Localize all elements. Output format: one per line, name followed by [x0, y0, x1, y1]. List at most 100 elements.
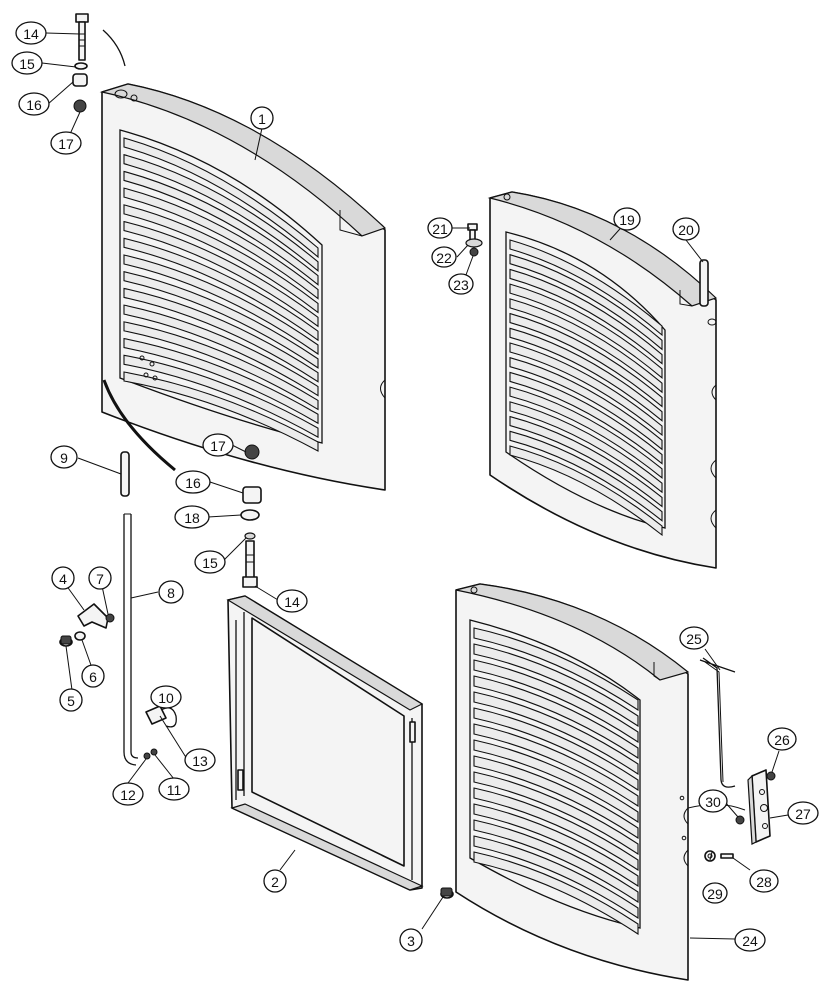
svg-text:17: 17: [58, 136, 74, 152]
grille-slat: [473, 851, 639, 936]
svg-text:14: 14: [23, 26, 39, 42]
grille-slat: [509, 371, 663, 465]
svg-text:5: 5: [67, 693, 75, 709]
latch-bracket-27: [687, 769, 776, 862]
svg-text:28: 28: [756, 874, 772, 890]
grille-slat: [473, 675, 639, 760]
grille-slat: [123, 170, 319, 286]
callout-15-top: 15: [11, 51, 43, 75]
svg-text:3: 3: [407, 933, 415, 949]
grille-slat: [509, 445, 663, 537]
rod-8: [123, 513, 139, 766]
svg-text:11: 11: [167, 782, 182, 798]
callout-15-mid: 15: [194, 550, 226, 574]
grille-slat: [123, 237, 319, 342]
svg-text:8: 8: [167, 585, 175, 601]
grille-slat: [123, 354, 319, 439]
pin-9: [120, 451, 130, 497]
grille-assembly-19: [487, 191, 718, 569]
callout-29: 29: [702, 882, 728, 904]
grille-slat: [509, 401, 663, 494]
callout-17-top: 17: [50, 131, 82, 155]
callout-17-mid: 17: [202, 433, 234, 457]
svg-text:20: 20: [678, 222, 694, 238]
grille-slat: [123, 187, 319, 300]
hardware-center: [102, 379, 262, 588]
callout-30: 30: [698, 789, 728, 813]
callout-7: 7: [88, 566, 112, 590]
grille-slat: [123, 271, 319, 369]
callout-16-top: 16: [18, 92, 50, 116]
callout-25: 25: [679, 626, 709, 650]
callout-14-mid: 14: [276, 589, 308, 613]
grille-slat: [123, 337, 319, 425]
svg-text:1: 1: [258, 111, 266, 127]
grille-slat: [509, 312, 663, 408]
svg-text:30: 30: [705, 794, 721, 810]
grille-slat: [123, 153, 319, 273]
svg-text:21: 21: [432, 221, 448, 237]
callout-11: 11: [158, 777, 190, 801]
grille-slat: [473, 835, 639, 920]
grille-slat: [473, 755, 639, 840]
callout-20: 20: [672, 217, 700, 241]
hardware-21-23: [465, 223, 483, 257]
svg-text:16: 16: [185, 475, 201, 491]
grille-slat: [123, 304, 319, 397]
grille-slat: [509, 239, 663, 337]
grille-slat: [473, 739, 639, 824]
callout-26: 26: [767, 727, 797, 751]
callout-6: 6: [81, 664, 105, 688]
grille-slat: [509, 283, 663, 380]
frame-2: [226, 595, 424, 891]
grille-slat: [123, 254, 319, 356]
grille-slat: [473, 659, 639, 744]
svg-text:29: 29: [707, 886, 723, 902]
svg-text:10: 10: [158, 690, 174, 706]
callout-16-mid: 16: [175, 470, 211, 494]
rod-25: [699, 657, 736, 788]
callout-22: 22: [431, 246, 457, 268]
grille-slat: [473, 691, 639, 776]
callout-2: 2: [263, 869, 287, 893]
svg-text:18: 18: [184, 510, 200, 526]
svg-text:12: 12: [120, 787, 136, 803]
pin-20: [699, 259, 709, 307]
svg-text:14: 14: [284, 594, 300, 610]
clip-10-plate-13: [143, 705, 177, 760]
callout-1: 1: [250, 106, 274, 130]
grille-slat: [123, 204, 319, 314]
grille-slat: [473, 787, 639, 872]
grille-slat: [123, 137, 319, 259]
svg-text:27: 27: [795, 806, 811, 822]
svg-text:15: 15: [202, 555, 218, 571]
grille-slats-24: [473, 627, 639, 936]
callout-5: 5: [59, 688, 83, 712]
svg-text:2: 2: [271, 874, 279, 890]
grille-slat: [509, 268, 663, 365]
svg-text:9: 9: [60, 450, 68, 466]
svg-text:7: 7: [96, 571, 104, 587]
grille-slat: [123, 321, 319, 411]
svg-text:15: 15: [19, 56, 35, 72]
callout-4: 4: [51, 566, 75, 590]
grille-assembly-1: [99, 83, 387, 491]
grille-slat: [473, 803, 639, 888]
grille-slat: [473, 723, 639, 808]
callout-27: 27: [787, 801, 819, 825]
grille-slat: [473, 707, 639, 792]
callout-23: 23: [448, 273, 474, 295]
grille-slat: [473, 819, 639, 904]
grille-slat: [509, 415, 663, 508]
bolt-3: [440, 887, 454, 899]
callout-14-top: 14: [15, 21, 47, 45]
grille-slat: [473, 627, 639, 712]
callout-18: 18: [174, 505, 210, 529]
svg-text:24: 24: [742, 933, 758, 949]
grille-slat: [509, 430, 663, 522]
grille-slat: [473, 643, 639, 728]
callout-8: 8: [158, 580, 184, 604]
callout-3: 3: [399, 928, 423, 952]
grille-assembly-24: [455, 583, 690, 981]
